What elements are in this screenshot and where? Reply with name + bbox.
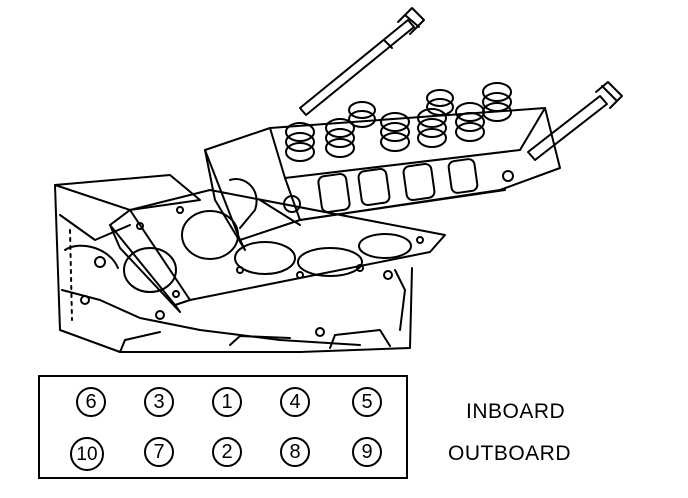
bolt-sequence-number: 5 — [352, 387, 382, 417]
bolt-sequence-number: 3 — [144, 387, 174, 417]
head-bolt-right — [527, 81, 623, 161]
bolt-sequence-number: 4 — [280, 387, 310, 417]
bolt-sequence-number: 2 — [212, 437, 242, 467]
torque-sequence-box: 6 3 1 4 5 10 7 2 8 9 — [38, 375, 408, 479]
inboard-label: INBOARD — [466, 400, 566, 423]
valve-springs — [285, 82, 512, 162]
head-bolt-left — [299, 7, 425, 116]
cylinder-head — [204, 107, 561, 251]
bolt-sequence-number: 1 — [212, 387, 242, 417]
bolt-sequence-number: 8 — [280, 437, 310, 467]
bolt-sequence-number: 9 — [352, 437, 382, 467]
cylinder-head-illustration — [54, 7, 623, 353]
head-gasket — [109, 189, 446, 313]
bolt-sequence-number: 10 — [70, 437, 104, 471]
bolt-sequence-number: 7 — [144, 437, 174, 467]
bolt-sequence-number: 6 — [76, 387, 106, 417]
outboard-label: OUTBOARD — [448, 442, 572, 465]
engine-block — [54, 174, 413, 353]
